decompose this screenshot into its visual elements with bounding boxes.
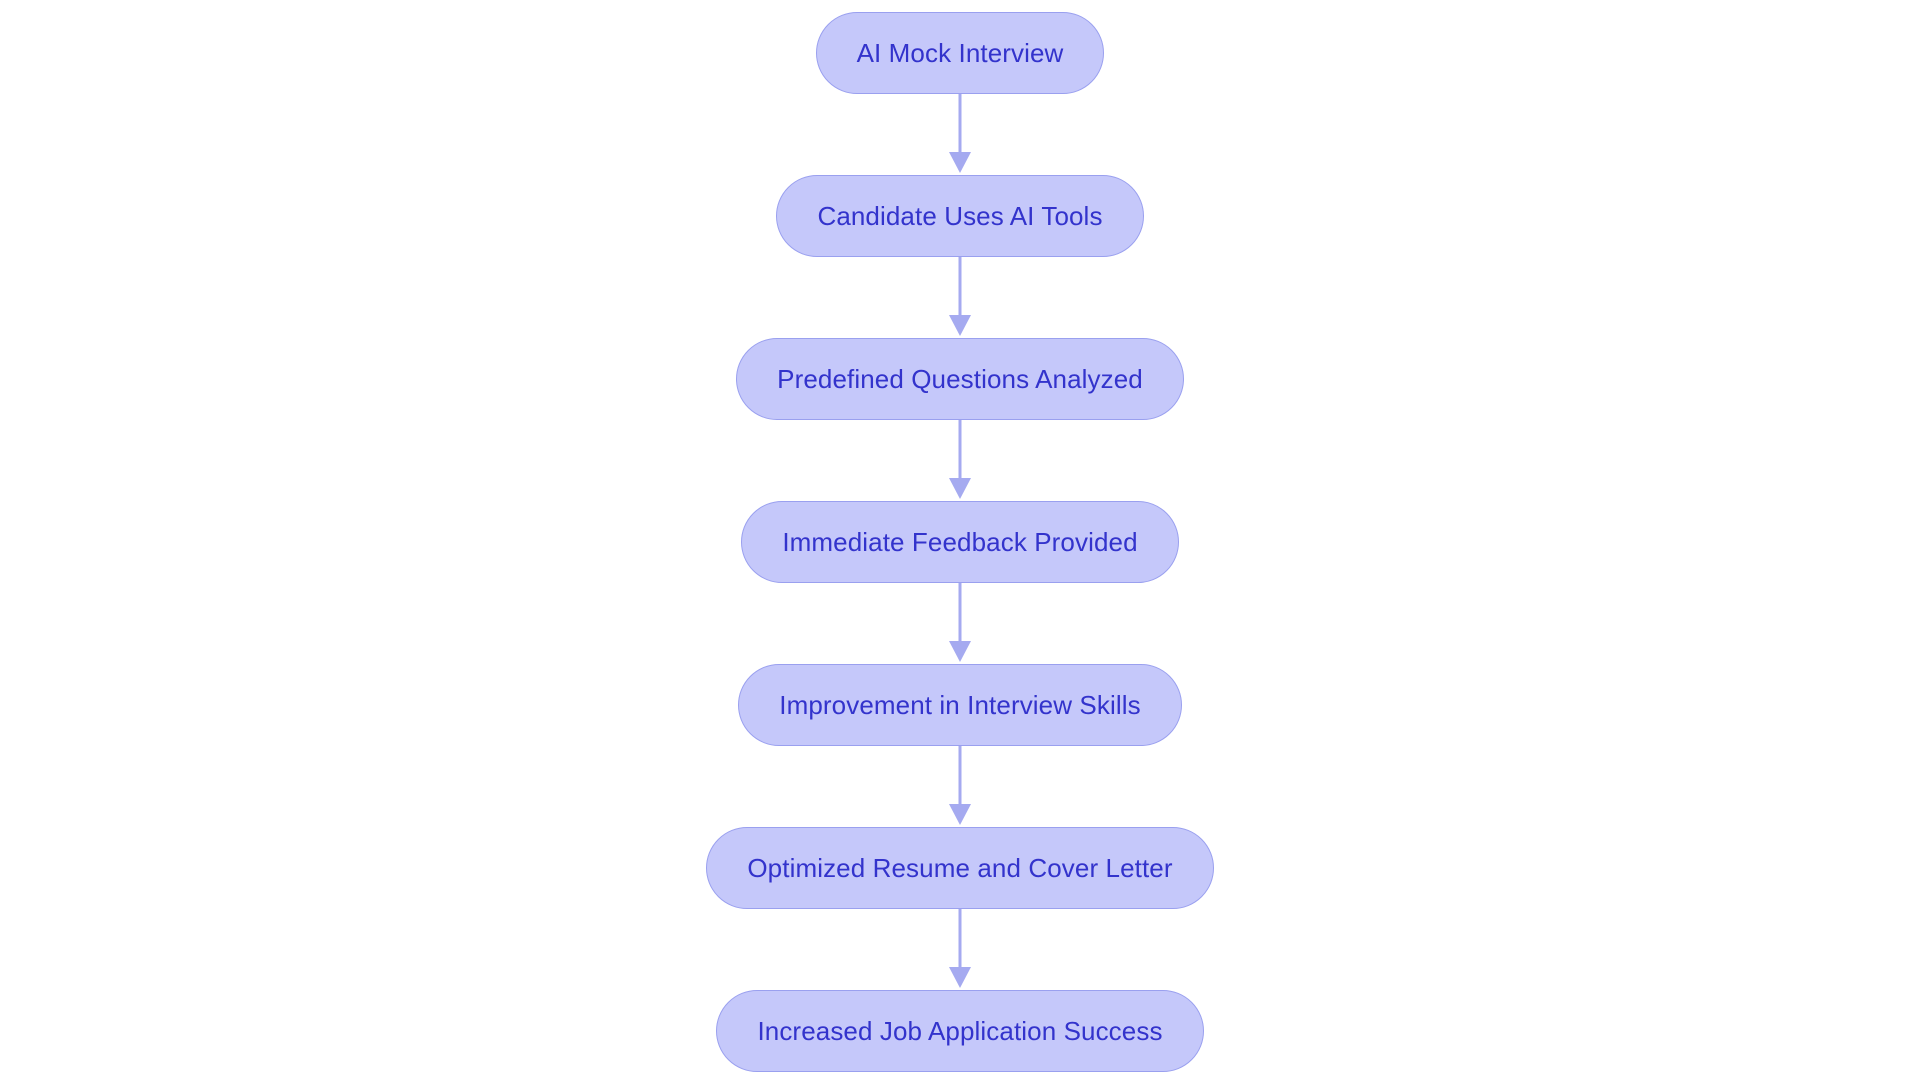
connector-line — [958, 420, 962, 482]
arrow-down-icon — [949, 478, 971, 499]
node-label: AI Mock Interview — [856, 37, 1064, 68]
connector-line — [958, 583, 962, 645]
flowchart-connector-6 — [947, 909, 973, 990]
node-label: Candidate Uses AI Tools — [817, 200, 1103, 231]
node-label: Predefined Questions Analyzed — [777, 363, 1143, 394]
flowchart-connector-3 — [947, 420, 973, 501]
node-label: Immediate Feedback Provided — [782, 526, 1138, 557]
arrow-down-icon — [949, 641, 971, 662]
arrow-down-icon — [949, 315, 971, 336]
arrow-down-icon — [949, 804, 971, 825]
arrow-down-icon — [949, 152, 971, 173]
connector-line — [958, 746, 962, 808]
flowchart-node-ai-mock-interview[interactable]: AI Mock Interview — [815, 12, 1105, 94]
flowchart-connector-2 — [947, 257, 973, 338]
flowchart-node-improvement-in-interview-skills[interactable]: Improvement in Interview Skills — [738, 664, 1182, 746]
flowchart-node-optimized-resume-and-cover-letter[interactable]: Optimized Resume and Cover Letter — [706, 827, 1214, 909]
flowchart-connector-4 — [947, 583, 973, 664]
arrow-down-icon — [949, 967, 971, 988]
flowchart-connector-1 — [947, 94, 973, 175]
flowchart-connector-5 — [947, 746, 973, 827]
node-label: Optimized Resume and Cover Letter — [747, 852, 1173, 883]
flowchart-node-predefined-questions-analyzed[interactable]: Predefined Questions Analyzed — [736, 338, 1184, 420]
connector-line — [958, 94, 962, 156]
node-label: Improvement in Interview Skills — [779, 689, 1141, 720]
connector-line — [958, 909, 962, 971]
flowchart-node-immediate-feedback-provided[interactable]: Immediate Feedback Provided — [741, 501, 1179, 583]
flowchart-node-increased-job-application-success[interactable]: Increased Job Application Success — [716, 990, 1204, 1072]
flowchart-node-candidate-uses-ai-tools[interactable]: Candidate Uses AI Tools — [776, 175, 1144, 257]
node-label: Increased Job Application Success — [757, 1015, 1163, 1046]
connector-line — [958, 257, 962, 319]
